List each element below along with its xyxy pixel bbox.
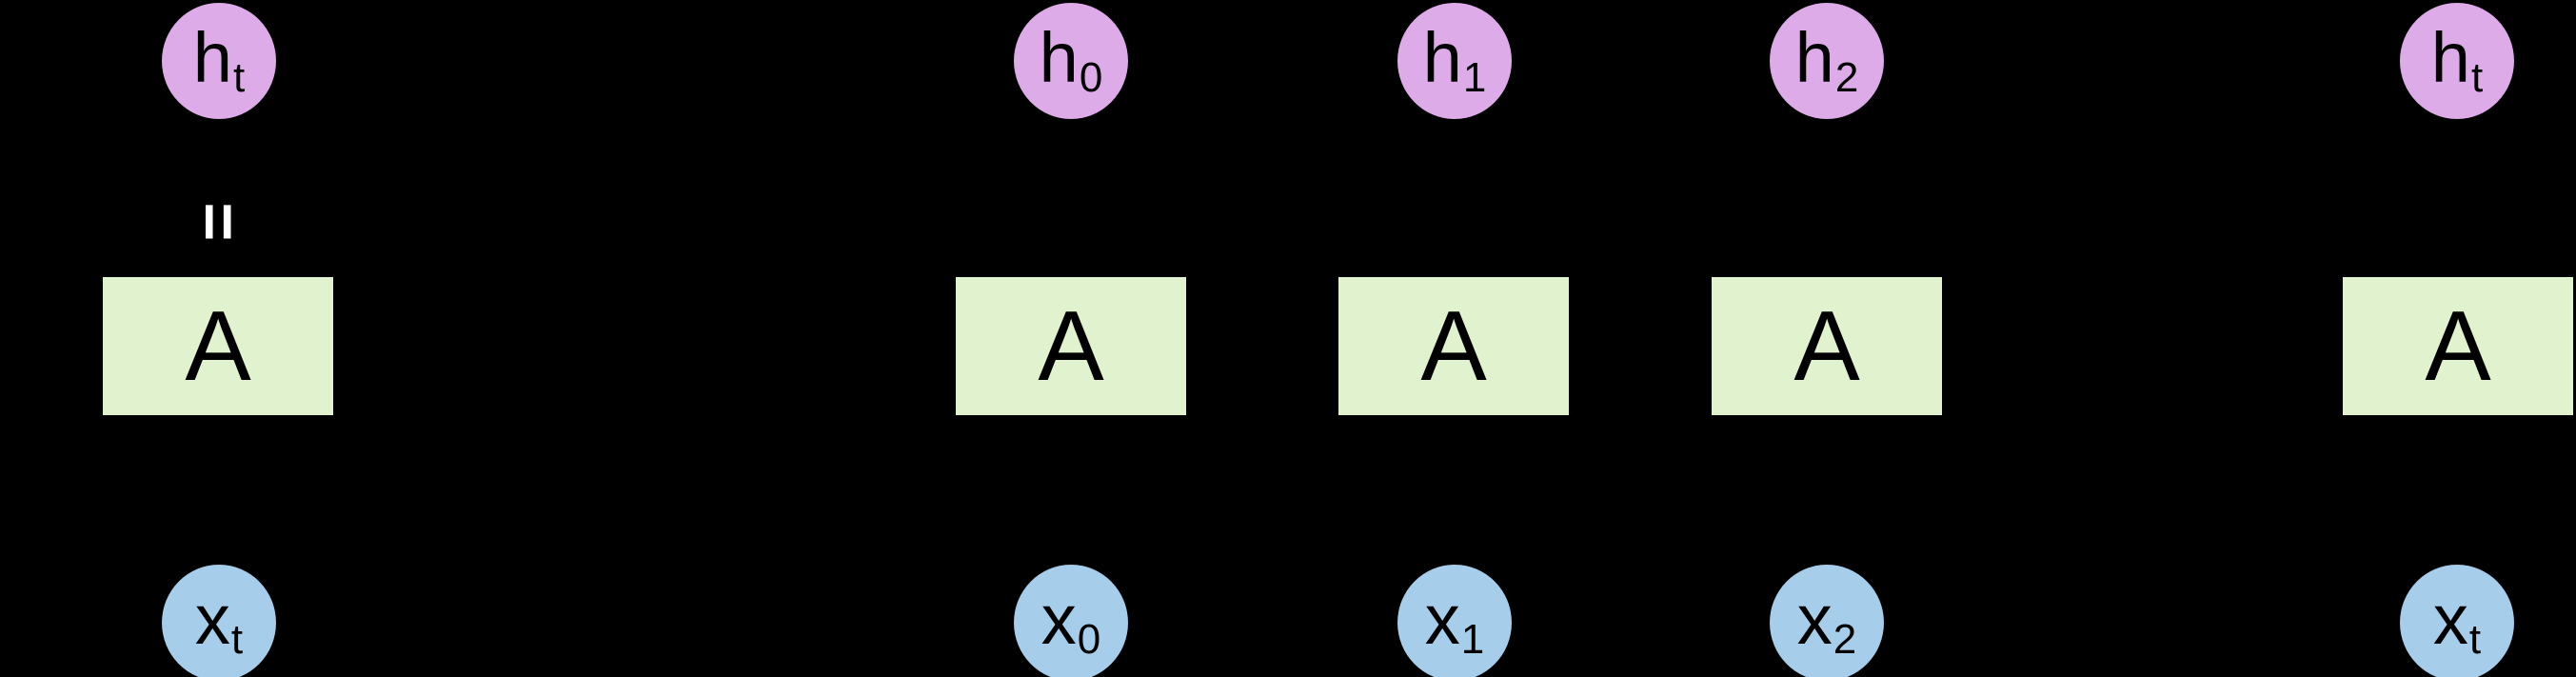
- input-node-xt-unrolled[interactable]: xt: [2400, 565, 2514, 677]
- input-subscript: 2: [1833, 615, 1857, 663]
- input-label-xt-unrolled: xt: [2433, 585, 2481, 661]
- input-base: x: [1040, 580, 1077, 660]
- rnn-cell-label-t: A: [2425, 290, 2491, 402]
- rnn-cell-box-1[interactable]: A: [1338, 277, 1569, 415]
- input-node-xt-folded[interactable]: xt: [162, 565, 276, 677]
- hidden-state-node-h0[interactable]: h0: [1014, 3, 1128, 119]
- rnn-cell-label-1: A: [1420, 290, 1487, 402]
- hidden-state-subscript: 0: [1079, 53, 1103, 101]
- hidden-state-node-ht-unrolled[interactable]: ht: [2400, 3, 2514, 119]
- input-base: x: [1424, 580, 1460, 660]
- hidden-state-base: h: [2430, 18, 2470, 98]
- input-base: x: [194, 580, 230, 660]
- input-label-x2: x2: [1797, 585, 1856, 661]
- equals-sign: =: [182, 202, 256, 242]
- input-base: x: [1796, 580, 1833, 660]
- input-subscript: t: [2468, 615, 2482, 663]
- input-label-x1: x1: [1425, 585, 1484, 661]
- input-node-x0[interactable]: x0: [1014, 565, 1128, 677]
- input-node-x1[interactable]: x1: [1397, 565, 1512, 677]
- input-label-xt-folded: xt: [195, 585, 243, 661]
- input-subscript: t: [230, 615, 244, 663]
- rnn-cell-box-folded[interactable]: A: [103, 277, 333, 415]
- hidden-state-subscript: t: [232, 53, 246, 101]
- rnn-cell-box-0[interactable]: A: [956, 277, 1186, 415]
- input-label-x0: x0: [1041, 585, 1100, 661]
- hidden-state-label-h2: h2: [1795, 23, 1859, 99]
- rnn-cell-box-2[interactable]: A: [1712, 277, 1942, 415]
- rnn-cell-box-t[interactable]: A: [2343, 277, 2573, 415]
- hidden-state-subscript: 2: [1834, 53, 1859, 101]
- hidden-state-node-h2[interactable]: h2: [1770, 3, 1884, 119]
- input-subscript: 0: [1077, 615, 1101, 663]
- hidden-state-label-h0: h0: [1040, 23, 1103, 99]
- rnn-cell-label-folded: A: [185, 290, 251, 402]
- hidden-state-label-ht-folded: ht: [193, 23, 245, 99]
- input-base: x: [2432, 580, 2468, 660]
- hidden-state-label-h1: h1: [1423, 23, 1487, 99]
- hidden-state-base: h: [192, 18, 232, 98]
- hidden-state-base: h: [1794, 18, 1834, 98]
- rnn-cell-label-0: A: [1038, 290, 1104, 402]
- input-subscript: 1: [1460, 615, 1485, 663]
- rnn-cell-label-2: A: [1793, 290, 1860, 402]
- hidden-state-base: h: [1039, 18, 1079, 98]
- input-node-x2[interactable]: x2: [1770, 565, 1884, 677]
- hidden-state-node-h1[interactable]: h1: [1397, 3, 1512, 119]
- hidden-state-label-ht-unrolled: ht: [2431, 23, 2483, 99]
- hidden-state-subscript: 1: [1462, 53, 1487, 101]
- hidden-state-subscript: t: [2470, 53, 2484, 101]
- hidden-state-node-ht-folded[interactable]: ht: [162, 3, 276, 119]
- hidden-state-base: h: [1422, 18, 1462, 98]
